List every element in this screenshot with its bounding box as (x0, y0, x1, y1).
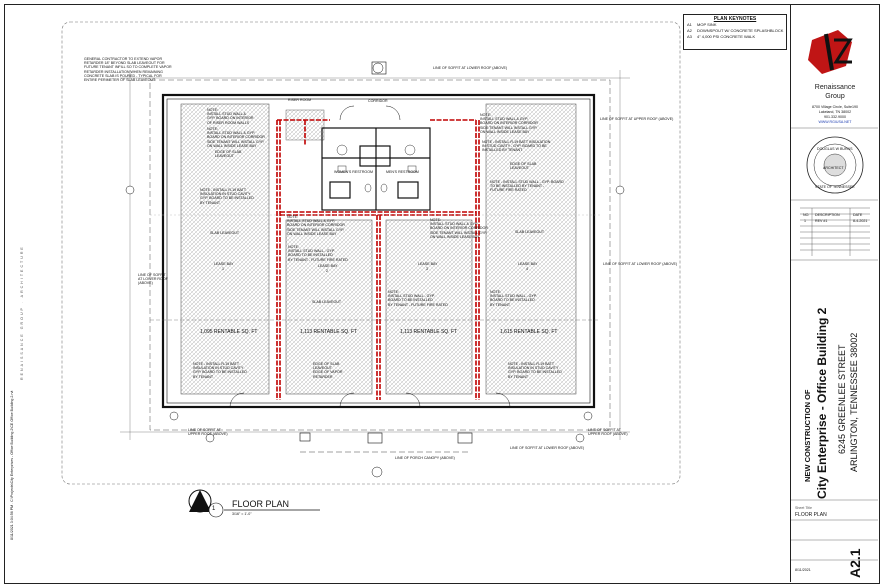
keynote-text: MOP SINK (697, 22, 717, 27)
room-number: 2 (326, 269, 328, 273)
note-edge-slab-top: EDGE OF SLAB LEAVEOUT (215, 150, 242, 159)
firm-logo (808, 30, 853, 74)
seal-middle-text: ARCHITECT (823, 166, 844, 170)
room-number: 4 (526, 267, 528, 271)
note-r19-left: NOTE - INSTALL R-19 BATT INSULATION IN S… (200, 188, 254, 205)
room-area: 1,113 RENTABLE SQ. FT (400, 329, 458, 335)
revision-cell: 8-4-2021 (853, 219, 868, 223)
firm-website: WWW.RGIUSA.NET (818, 120, 852, 124)
note-stud-bay3: NOTE: INSTALL STUD WALL - GYP. BOARD TO … (388, 290, 448, 307)
revision-header-desc: DESCRIPTION (815, 213, 840, 217)
firm-name-line1: Renaissance (814, 84, 856, 91)
keynote-text: 4" 4,000 PSI CONCRETE WALK (697, 34, 756, 39)
mens-restroom-label: MEN'S RESTROOM (386, 170, 419, 174)
keynotes-title: PLAN KEYNOTES (713, 16, 757, 22)
soffit-label-bottom-right: LINE OF SOFFIT AT UPPER ROOF (ABOVE) (588, 428, 628, 437)
plan-keynotes-box: PLAN KEYNOTES A1 MOP SINK A2 DOWNSPOUT W/ … (683, 14, 787, 50)
note-stud-right-top: NOTE - INSTALL STUD WALL - GYP. BOARD TO… (490, 180, 564, 193)
keynote-key: A2 (687, 28, 692, 33)
room-area: 1,095 RENTABLE SQ. FT (200, 329, 258, 335)
soffit-label-bottom-lower: LINE OF SOFFIT AT LOWER ROOF (ABOVE) (510, 446, 585, 450)
room-number: 3 (426, 267, 428, 271)
file-path-text: 8/11/2021 3:04:56 PM . C:\Projects\City … (10, 390, 14, 540)
keynote-key: A3 (687, 34, 692, 39)
soffit-label-porch: LINE OF PORCH CANOPY (ABOVE) (395, 456, 455, 460)
seal-top-text: DOUGLAS W BURNS (817, 147, 853, 151)
revision-header-date: DATE (853, 213, 863, 217)
keynote-key: A1 (687, 22, 692, 27)
note-edge-slab-right: EDGE OF SLAB LEAVEOUT (510, 162, 537, 171)
note-slab-left: SLAB LEAVEOUT (210, 231, 240, 235)
sheet-title-label: Sheet Title (795, 506, 812, 510)
firm-address-1: 8700 Village Circle, Suite190 (811, 105, 859, 109)
soffit-label-top: LINE OF SOFFIT AT LOWER ROOF (ABOVE) (433, 66, 508, 70)
room-area: 1,615 RENTABLE SQ. FT (500, 329, 558, 335)
keynote-text: DOWNSPOUT W/ CONCRETE SPLASHBLOCK (697, 28, 784, 33)
firm-phone: 901.332.9000 (824, 115, 846, 119)
firm-address-2: Lakeland, TN 38002 (818, 110, 852, 114)
seal-bottom-text: STATE OF TENNESSEE (815, 185, 855, 189)
project-line4: ARLINGTON, TENNESSEE 38002 (849, 332, 859, 472)
note-stud-corridor-center: NOTE: INSTALL STUD WALL & GYP. BOARD ON … (430, 218, 488, 239)
room-area: 1,113 RENTABLE SQ. FT (300, 329, 358, 335)
note-r19-bottom-right: NOTE - INSTALL R-19 BATT INSULATION IN S… (508, 362, 562, 379)
corridor-label: CORRIDOR (368, 99, 388, 103)
side-firm-text: RENAISSANCE GROUP . ARCHITECTURE (20, 245, 24, 380)
room-number: 1 (222, 267, 224, 271)
note-edge-slab-bottom: EDGE OF SLAB LEAVEOUT EDGE OF VAPOR RETA… (313, 362, 343, 379)
drawing-title: FLOOR PLAN (232, 499, 290, 509)
drawing-number: 1 (212, 506, 216, 512)
note-stud-corridor-right: NOTE: INSTALL STUD WALL & GYP. BOARD ON … (480, 113, 538, 134)
keynote-row: A2 DOWNSPOUT W/ CONCRETE SPLASHBLOCK (684, 28, 786, 34)
note-r19-top: NOTE - INSTALL R-19 BATT INSULATION IN S… (482, 140, 551, 153)
project-line2: City Enterprise - Office Building 2 (815, 307, 829, 499)
room-name: LEASE BAY (214, 262, 234, 266)
note-slab-right: SLAB LEAVEOUT (515, 230, 545, 234)
note-slab-center: SLAB LEAVEOUT (312, 300, 342, 304)
room-name: LEASE BAY (318, 264, 338, 268)
note-r19-bottom-left: NOTE - INSTALL R-19 BATT INSULATION IN S… (193, 362, 247, 379)
revision-cell: REV #1 (815, 219, 828, 223)
note-stud-center: NOTE: INSTALL STUD WALL & GYP. BOARD ON … (287, 215, 345, 236)
room-name: LEASE BAY (418, 262, 438, 266)
note-stud-bay4: NOTE: INSTALL STUD WALL - GYP. BOARD TO … (490, 290, 537, 307)
revision-cell: 1 (804, 219, 806, 223)
room-name: LEASE BAY (518, 262, 538, 266)
sheet-number: A2.1 (847, 548, 863, 578)
riser-room-label: RISER ROOM (288, 98, 312, 102)
drawing-scale: 3/16" = 1'-0" (232, 512, 252, 516)
project-line1: NEW CONSTRUCTION OF (803, 389, 812, 483)
soffit-label-left-mid: LINE OF SOFFIT AT LOWER ROOF (ABOVE) (138, 273, 168, 286)
sheet-date: 8/11/2021 (795, 568, 811, 572)
firm-name-line2: Group (825, 93, 845, 100)
note-stud-corridor-left: NOTE: INSTALL STUD WALL & GYP. BOARD ON … (207, 127, 265, 148)
note-gc-vapor: GENERAL CONTRACTOR TO EXTEND VAPOR RETAR… (84, 57, 172, 83)
note-stud-bay2: NOTE: INSTALL STUD WALL - GYP. BOARD TO … (288, 245, 348, 262)
womens-restroom-label: WOMEN'S RESTROOM (334, 170, 374, 174)
title-block: Renaissance Group 8700 Village Circle, S… (790, 4, 879, 582)
sheet-border (4, 4, 880, 584)
soffit-label-right-top: LINE OF SOFFIT AT UPPER ROOF (ABOVE) (600, 117, 674, 121)
sheet-title: FLOOR PLAN (795, 512, 827, 518)
architect-seal (806, 136, 864, 194)
project-line3: 6245 GREENLEE STREET (837, 344, 847, 454)
revision-header-no: NO. (803, 213, 810, 217)
keynote-row: A3 4" 4,000 PSI CONCRETE WALK (684, 34, 786, 40)
soffit-label-right-mid: LINE OF SOFFIT AT LOWER ROOF (ABOVE) (603, 262, 678, 266)
note-stud-riser: NOTE: INSTALL STUD WALL & GYP. BOARD ON … (207, 108, 254, 125)
soffit-label-bottom-left: LINE OF SOFFIT AT UPPER ROOF (ABOVE) (188, 428, 228, 437)
keynote-row: A1 MOP SINK (684, 22, 786, 28)
